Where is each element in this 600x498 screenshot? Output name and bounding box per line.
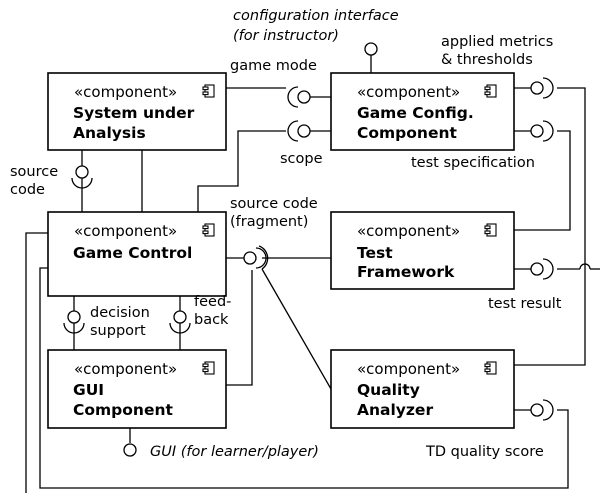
connector-testspec-b <box>514 130 571 231</box>
stereotype: «component» <box>74 83 177 101</box>
component-icon <box>484 84 497 98</box>
test-specification-label: test specification <box>411 155 535 171</box>
component-system-under-analysis: «component» System under Analysis <box>47 72 227 151</box>
stereotype: «component» <box>357 222 460 240</box>
connector-scope <box>197 130 286 212</box>
scope-label: scope <box>280 151 323 167</box>
component-icon <box>202 84 215 98</box>
metrics-lollipop <box>530 81 544 95</box>
source-code-socket <box>71 177 93 189</box>
metrics-socket <box>542 77 554 99</box>
component-quality-analyzer: «component» Quality Analyzer <box>330 349 515 429</box>
component-name: Framework <box>357 263 455 281</box>
component-name: Component <box>357 124 458 142</box>
fragment-socket <box>255 247 267 269</box>
test-result-socket <box>542 258 554 280</box>
feedback-label: back <box>194 312 229 328</box>
config-interface-lollipop <box>364 42 378 56</box>
component-icon <box>202 361 215 375</box>
scope-lollipop <box>297 124 311 138</box>
applied-metrics-label: applied metrics <box>441 34 553 50</box>
stereotype: «component» <box>357 83 460 101</box>
connector-test-result-hop <box>579 263 591 270</box>
feedback-socket <box>169 322 191 334</box>
fragment-socket-outer <box>258 245 269 270</box>
game-mode-label: game mode <box>230 58 317 74</box>
component-test-framework: «component» Test Framework <box>330 211 515 290</box>
config-interface-label: configuration interface <box>233 8 399 24</box>
component-name: Game Control <box>73 244 192 262</box>
game-mode-socket <box>287 86 299 108</box>
td-score-lollipop <box>530 403 544 417</box>
component-name: Component <box>73 401 174 419</box>
applied-metrics-label: & thresholds <box>441 52 533 68</box>
source-code-label: code <box>10 182 45 198</box>
source-code-fragment-label: (fragment) <box>230 214 308 230</box>
connector-left-outer <box>25 232 48 493</box>
td-score-socket <box>542 399 554 421</box>
fragment-lollipop <box>243 251 257 265</box>
component-name: Test <box>357 244 393 262</box>
interfaces <box>63 42 554 457</box>
config-interface-label: (for instructor) <box>233 28 339 44</box>
component-name: Analyzer <box>357 401 433 419</box>
connector-fragment-gui <box>226 270 253 386</box>
connector-fragment-quality <box>261 268 332 390</box>
labels: configuration interface (for instructor)… <box>10 8 562 460</box>
connector-left-inner <box>39 267 569 489</box>
test-result-label: test result <box>488 296 562 312</box>
decision-support-socket <box>63 322 85 334</box>
test-spec-socket <box>542 120 554 142</box>
component-name: Game Config. <box>357 104 474 122</box>
game-mode-lollipop <box>297 90 311 104</box>
component-gui: «component» GUI Component <box>47 349 227 429</box>
component-icon <box>484 223 497 237</box>
component-game-config: «component» Game Config. Component <box>330 72 515 151</box>
decision-support-label: decision <box>90 305 150 321</box>
stereotype: «component» <box>357 360 460 378</box>
component-icon <box>202 223 215 237</box>
stereotype: «component» <box>74 222 177 240</box>
connector-metrics-b <box>514 87 586 366</box>
decision-support-label: support <box>90 323 146 339</box>
td-quality-score-label: TD quality score <box>425 444 544 460</box>
feedback-lollipop <box>173 310 187 324</box>
component-name: Analysis <box>73 124 146 142</box>
component-name: Quality <box>357 381 420 399</box>
source-code-lollipop <box>75 165 89 179</box>
source-code-fragment-label: source code <box>230 196 318 212</box>
decision-support-lollipop <box>67 310 81 324</box>
test-spec-lollipop <box>530 124 544 138</box>
source-code-label: source <box>10 164 58 180</box>
component-icon <box>484 361 497 375</box>
gui-interface-lollipop <box>123 443 137 457</box>
component-game-control: «component» Game Control <box>47 211 227 297</box>
feedback-label: feed- <box>194 294 231 310</box>
component-name: System under <box>73 104 195 122</box>
component-name: GUI <box>73 381 104 399</box>
gui-interface-label: GUI (for learner/player) <box>150 444 319 460</box>
scope-socket <box>287 120 299 142</box>
stereotype: «component» <box>74 360 177 378</box>
connectors <box>25 55 600 493</box>
test-result-lollipop <box>530 262 544 276</box>
